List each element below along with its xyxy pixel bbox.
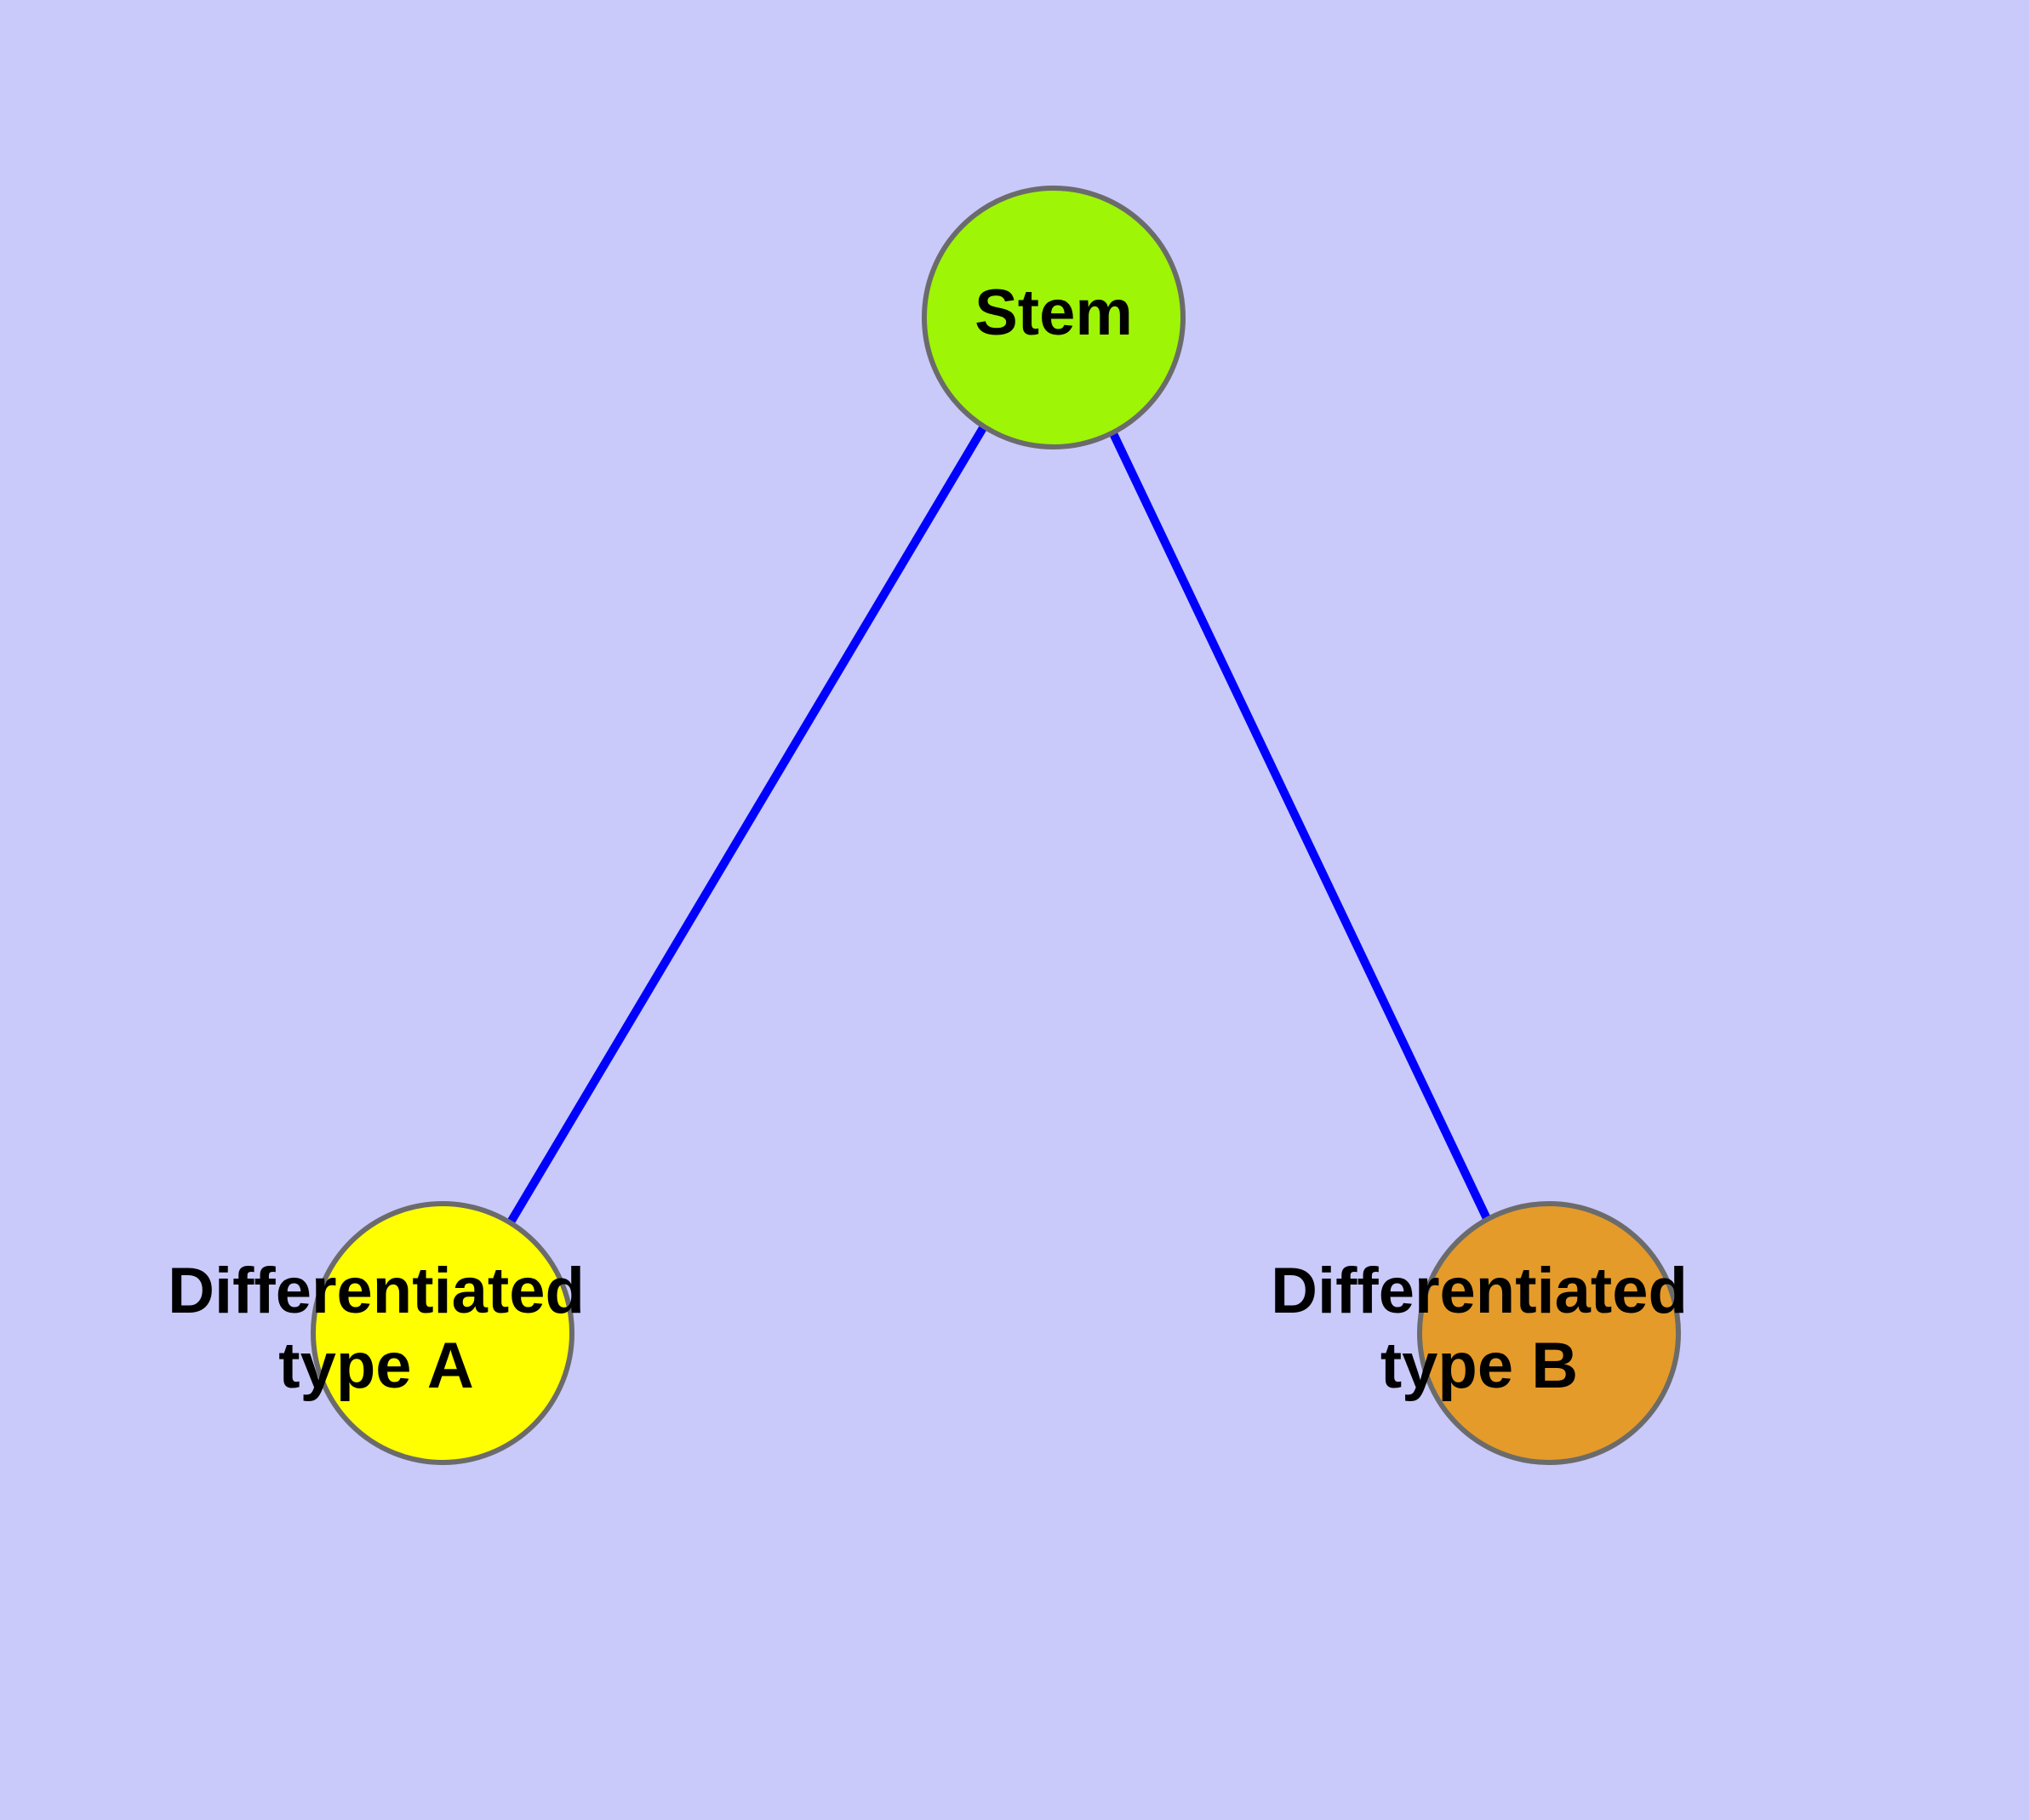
node-label-stem: Stem [974, 277, 1133, 349]
edges-group [507, 424, 1495, 1230]
node-diff-a[interactable] [311, 1201, 574, 1465]
node-label-line: type B [1380, 1330, 1578, 1402]
node-label-line: type A [278, 1330, 473, 1402]
node-stem[interactable] [922, 186, 1186, 449]
node-label-line: Differentiated [168, 1255, 585, 1327]
edge-stem-to-diff-a [507, 424, 988, 1223]
nodes-group [311, 186, 1681, 1465]
node-diff-b[interactable] [1417, 1201, 1681, 1465]
edge-stem-to-diff-b [1107, 427, 1495, 1230]
node-label-line: Differentiated [1271, 1255, 1688, 1327]
node-label-line: Stem [974, 277, 1133, 349]
